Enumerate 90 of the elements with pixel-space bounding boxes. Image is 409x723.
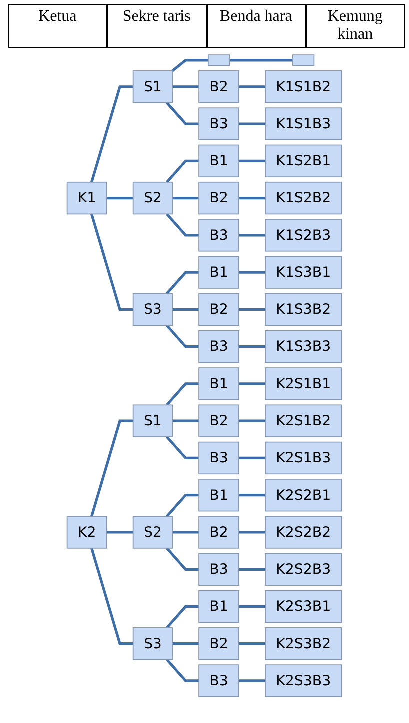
connector — [238, 605, 266, 608]
connector — [166, 548, 200, 571]
connector — [106, 196, 134, 200]
node-box: K2S3B1 — [265, 590, 342, 624]
connector — [238, 234, 266, 237]
node-box: B2 — [198, 516, 240, 549]
node-box: S2 — [132, 516, 173, 549]
connector — [90, 548, 134, 646]
connector — [166, 494, 200, 518]
node-box: K1 — [66, 182, 108, 215]
column-header: Sekre taris — [107, 4, 206, 48]
node-box: K1S3B2 — [265, 293, 342, 326]
node-box: B1 — [198, 144, 240, 178]
connector — [230, 59, 293, 62]
node-box: K2S2B3 — [265, 553, 342, 586]
connector — [238, 86, 266, 88]
connector — [238, 494, 266, 497]
node-box: K2S1B2 — [265, 404, 342, 438]
node-box: K2 — [66, 516, 108, 549]
node-box: K1S2B1 — [265, 144, 342, 178]
column-header: Ketua — [8, 4, 108, 48]
connector — [166, 102, 200, 126]
node-box: S1 — [132, 70, 173, 104]
connector — [90, 86, 134, 183]
column-header: Benda hara — [206, 4, 306, 48]
node-box: B3 — [198, 330, 240, 364]
node-box: S1 — [132, 404, 173, 438]
connector — [172, 642, 200, 646]
node-box — [208, 54, 230, 66]
connector — [238, 382, 266, 386]
connector — [166, 658, 200, 682]
node-box: K2S3B2 — [265, 628, 342, 660]
node-box: K1S1B2 — [265, 70, 342, 104]
connector — [172, 196, 200, 200]
node-box: K2S3B3 — [265, 664, 342, 698]
connector — [166, 271, 200, 295]
node-box: B2 — [198, 293, 240, 326]
node-box: B2 — [198, 404, 240, 438]
node-box: K1S2B2 — [265, 182, 342, 215]
connector — [238, 196, 266, 200]
node-box: K1S2B3 — [265, 219, 342, 252]
node-box: B3 — [198, 108, 240, 140]
node-box: K2S2B2 — [265, 516, 342, 549]
node-box: B1 — [198, 479, 240, 512]
connector — [238, 420, 266, 422]
connector — [238, 568, 266, 571]
node-box: K2S2B1 — [265, 479, 342, 512]
connector — [166, 436, 200, 460]
node-box: B2 — [198, 628, 240, 660]
node-box — [292, 54, 315, 66]
connector — [172, 531, 200, 534]
node-box: B2 — [198, 70, 240, 104]
connector — [172, 308, 200, 312]
connector — [90, 214, 134, 312]
connector — [166, 324, 200, 348]
connector — [172, 59, 208, 72]
node-box: S3 — [132, 628, 173, 660]
node-box: K1S3B3 — [265, 330, 342, 364]
node-box: B2 — [198, 182, 240, 215]
connector — [166, 605, 200, 629]
connector — [238, 122, 266, 126]
connector — [90, 420, 134, 517]
connector — [238, 346, 266, 348]
node-box: K1S1B3 — [265, 108, 342, 140]
connector — [238, 680, 266, 682]
node-box: B1 — [198, 256, 240, 289]
node-box: B1 — [198, 590, 240, 624]
node-box: K1S3B1 — [265, 256, 342, 289]
node-box: B3 — [198, 664, 240, 698]
connector — [238, 531, 266, 534]
connector — [172, 420, 200, 422]
connector — [238, 642, 266, 646]
connector — [166, 160, 200, 184]
node-box: B1 — [198, 368, 240, 400]
node-box: S3 — [132, 293, 173, 326]
node-box: B3 — [198, 442, 240, 475]
node-box: S2 — [132, 182, 173, 215]
node-box: K2S1B3 — [265, 442, 342, 475]
connector — [106, 531, 134, 534]
column-header: Kemung kinan — [306, 4, 405, 48]
connector — [238, 271, 266, 274]
node-box: B3 — [198, 219, 240, 252]
connector — [166, 382, 200, 406]
connector — [238, 456, 266, 460]
connector — [238, 308, 266, 312]
node-box: B3 — [198, 553, 240, 586]
connector — [172, 86, 200, 88]
node-box: K2S1B1 — [265, 368, 342, 400]
connector — [238, 160, 266, 162]
connector — [166, 213, 200, 237]
